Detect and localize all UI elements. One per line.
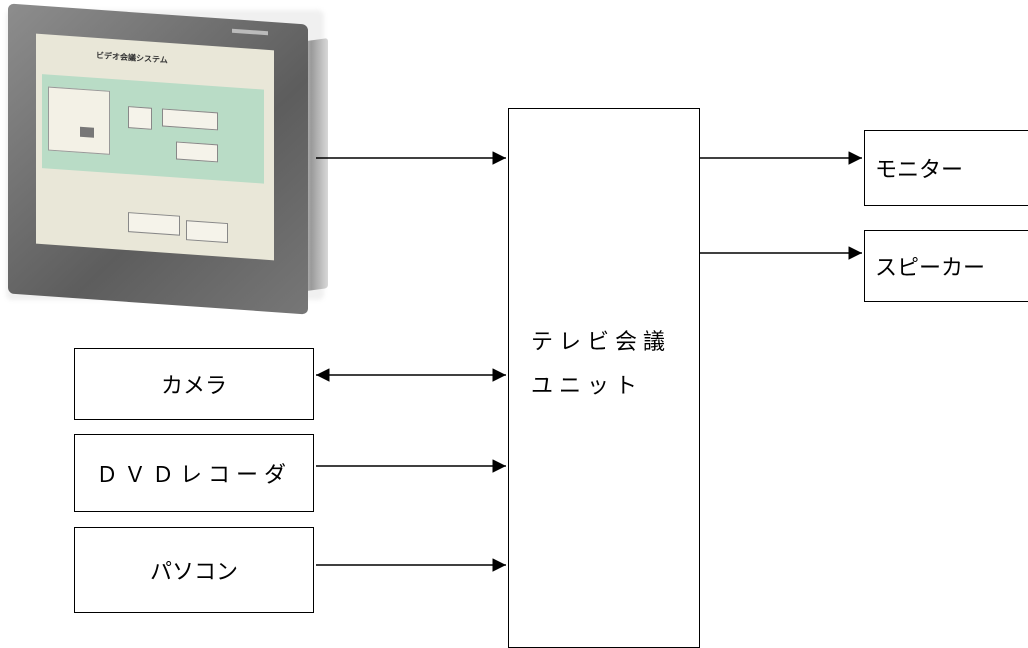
connector-lines xyxy=(316,151,862,572)
unit-label-line1: テレビ会議 xyxy=(531,330,672,355)
dvd-recorder-label: ＤＶＤレコーダ xyxy=(95,463,292,488)
pc-box: パソコン xyxy=(74,527,314,613)
monitor-box: モニター xyxy=(864,130,1028,206)
unit-label-line2: ユニット xyxy=(531,374,644,399)
unit-label: テレビ会議 ユニット xyxy=(531,321,671,409)
dvd-recorder-box: ＤＶＤレコーダ xyxy=(74,434,314,512)
camera-box: カメラ xyxy=(74,348,314,420)
pc-label: パソコン xyxy=(149,560,238,585)
speaker-box: スピーカー xyxy=(864,230,1028,302)
speaker-label: スピーカー xyxy=(875,256,986,281)
monitor-label: モニター xyxy=(875,158,964,183)
touch-panel-device: ビデオ会議システム xyxy=(0,0,330,320)
video-conference-unit: テレビ会議 ユニット xyxy=(508,108,700,648)
camera-label: カメラ xyxy=(160,374,227,399)
